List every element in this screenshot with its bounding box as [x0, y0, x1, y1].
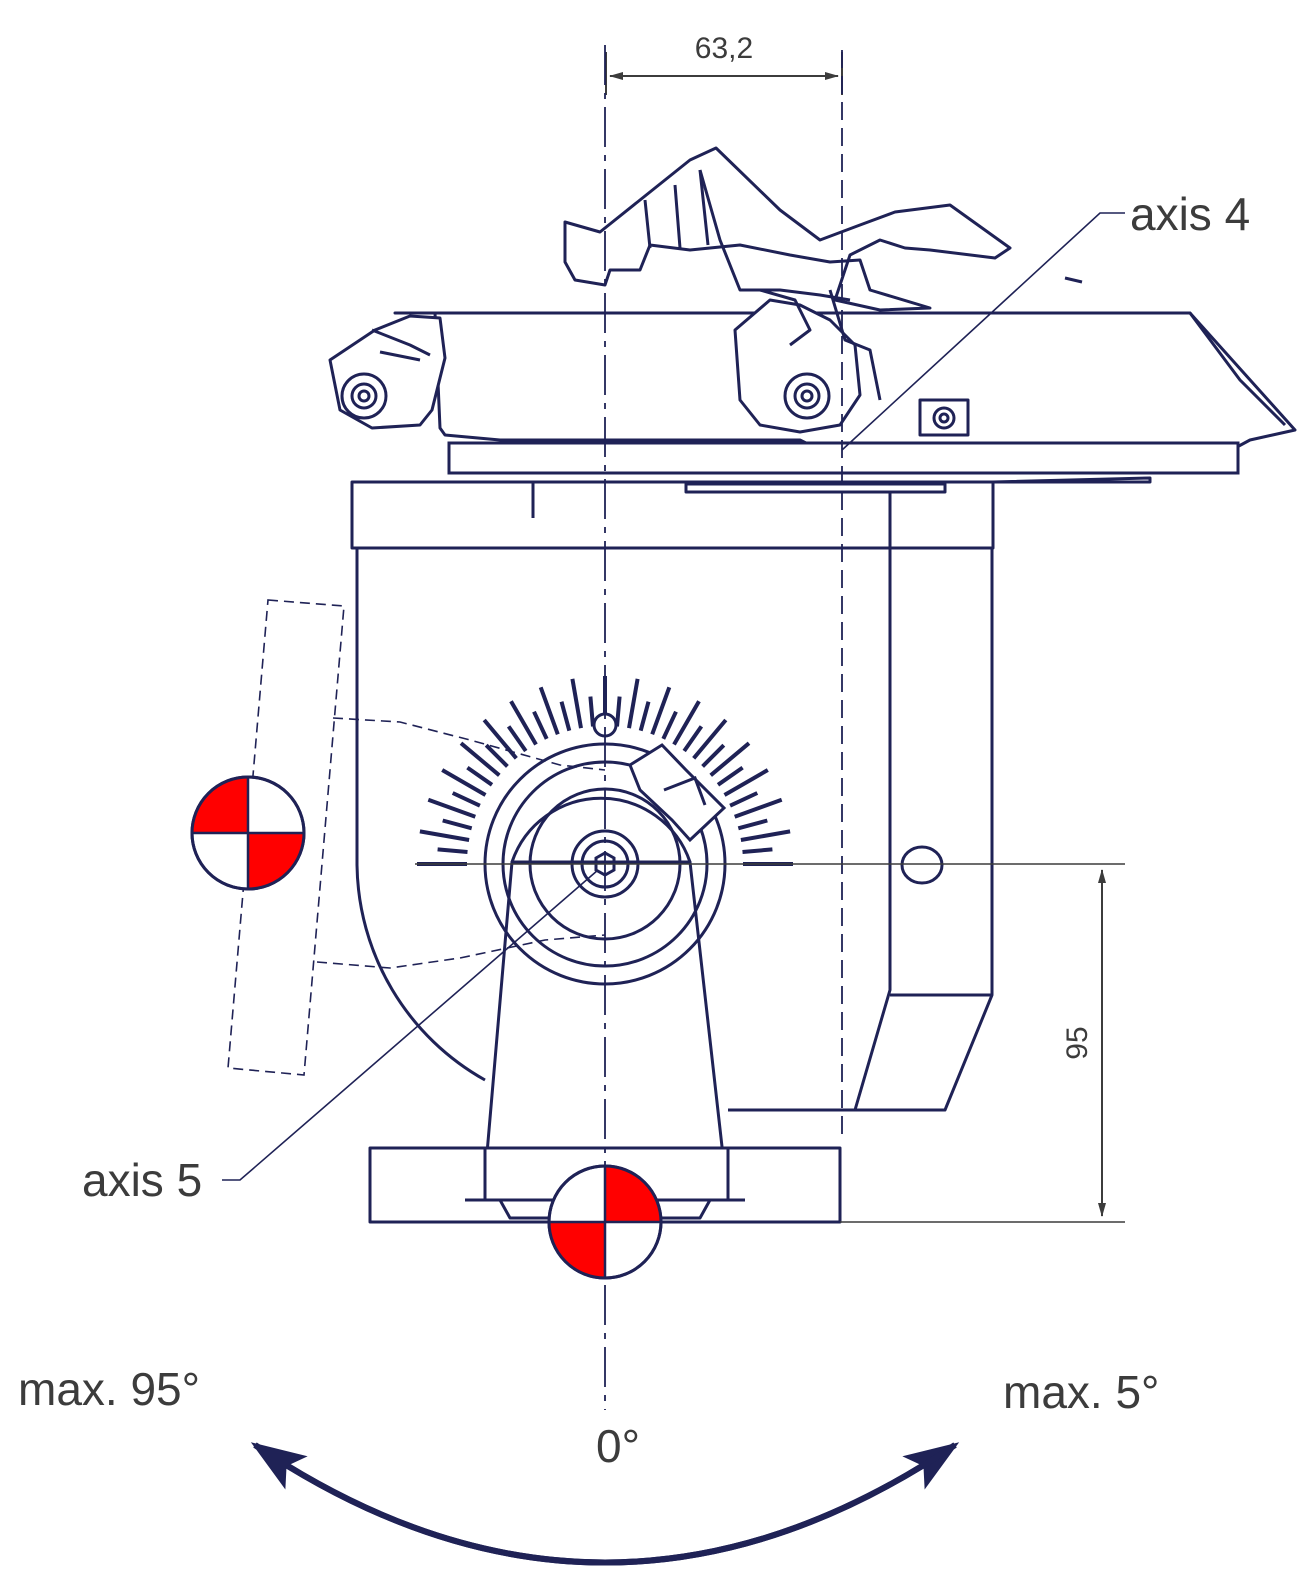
dial-tick	[459, 741, 501, 777]
dial-tick	[419, 829, 470, 842]
max-left-angle-label: max. 95°	[18, 1363, 200, 1415]
dial-tick	[466, 765, 494, 787]
dial-tick	[627, 678, 640, 729]
dimension-95-label: 95	[1061, 1026, 1094, 1059]
zero-angle-label: 0°	[596, 1420, 640, 1472]
upper-tool-head	[328, 146, 1297, 452]
center-of-gravity-marker-left	[190, 775, 306, 891]
axis-5-label: axis 5	[82, 1154, 202, 1206]
max-right-angle-label: max. 5°	[1003, 1366, 1159, 1418]
leader-lines	[222, 212, 1125, 1181]
dial-tick	[638, 701, 651, 732]
main-housing	[350, 476, 1152, 1112]
dial-tick	[734, 797, 783, 819]
center-of-gravity-marker-bottom	[547, 1164, 663, 1280]
dial-tick	[441, 768, 487, 797]
dial-tick	[742, 847, 773, 854]
dial-tick	[737, 818, 768, 831]
dial-tick	[723, 768, 769, 797]
dial-tick	[672, 700, 701, 746]
dial-tick	[484, 743, 509, 768]
dial-tick	[532, 710, 549, 740]
dial-tick	[506, 725, 528, 753]
dial-tick	[559, 701, 572, 732]
dial-tick	[661, 710, 678, 740]
dial-tick	[437, 847, 468, 854]
dial-tick	[482, 718, 518, 760]
dial-tick	[588, 696, 595, 727]
dial-tick	[451, 791, 481, 808]
tilt-ghost-outline	[227, 599, 606, 1076]
dial-tick	[442, 818, 473, 831]
dimension-63-2-label: 63,2	[695, 32, 753, 65]
dial-tick	[650, 686, 672, 735]
dial-tick	[716, 765, 744, 787]
dial-tick	[729, 791, 759, 808]
dial-tick	[570, 678, 583, 729]
dial-tick	[682, 725, 704, 753]
dial-tick	[509, 700, 538, 746]
dial-tick	[427, 797, 476, 819]
dial-tick	[740, 829, 791, 842]
dial-tick	[692, 718, 728, 760]
head-base-plate	[447, 441, 1240, 475]
dial-tick	[709, 741, 751, 777]
axis-4-label: axis 4	[1130, 188, 1250, 240]
dial-tick	[615, 696, 622, 727]
rotation-range-arrow	[250, 1442, 960, 1566]
dial-tick	[701, 743, 726, 768]
dial-tick	[538, 686, 560, 735]
